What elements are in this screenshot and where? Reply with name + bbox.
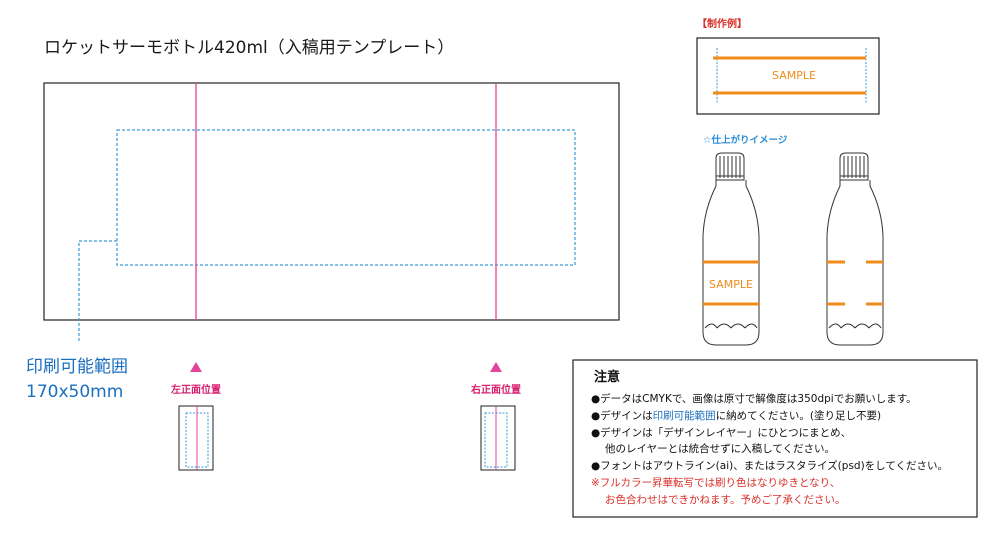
right-position-marker-icon xyxy=(490,362,502,372)
example-sample-text: SAMPLE xyxy=(772,69,816,82)
note-line-2: ●デザインは印刷可能範囲に納めてください。(塗り足し不要) xyxy=(591,409,881,422)
left-position-marker-icon xyxy=(190,362,202,372)
note-line-5: ●フォントはアウトライン(ai)、またはラスタライズ(psd)をしてください。 xyxy=(591,459,948,472)
left-position-label: 左正面位置 xyxy=(170,383,221,396)
notes-heading: 注意 xyxy=(594,369,620,385)
page-title: ロケットサーモボトル420ml（入稿用テンプレート） xyxy=(44,38,454,58)
right-position-label: 右正面位置 xyxy=(470,383,521,396)
print-area-size: 170x50mm xyxy=(26,382,123,402)
print-area-outline xyxy=(116,129,576,266)
bottle-front-illustration xyxy=(702,152,760,346)
note-line-4: 他のレイヤーとは統合せずに入稿してください。 xyxy=(605,442,835,455)
print-area-leader xyxy=(78,240,117,343)
bottle-sample-text: SAMPLE xyxy=(709,278,753,291)
note-line-6: ※フルカラー昇華転写では刷り色はなりゆきとなり、 xyxy=(591,476,840,489)
note-line-3: ●デザインは「デザインレイヤー」にひとつにまとめ、 xyxy=(591,426,851,439)
bottle-back-illustration xyxy=(826,152,884,346)
notes-box xyxy=(572,359,978,518)
example-frame xyxy=(696,37,880,115)
template-outline xyxy=(43,82,620,321)
example-label: 【制作例】 xyxy=(697,17,747,30)
note-line-2-highlight: 印刷可能範囲 xyxy=(653,409,716,422)
print-area-label: 印刷可能範囲 xyxy=(26,357,128,377)
finished-image-label: ☆仕上がりイメージ xyxy=(703,134,788,146)
right-position-thumbnail xyxy=(480,405,516,471)
note-line-1: ●データはCMYKで、画像は原寸で解像度は350dpiでお願いします。 xyxy=(591,392,917,405)
left-position-thumbnail xyxy=(178,405,214,471)
note-line-2-post: に納めてください。(塗り足し不要) xyxy=(716,409,881,422)
note-line-2-pre: ●デザインは xyxy=(591,409,653,422)
note-line-7: お色合わせはできかねます。予めご了承ください。 xyxy=(605,493,845,506)
